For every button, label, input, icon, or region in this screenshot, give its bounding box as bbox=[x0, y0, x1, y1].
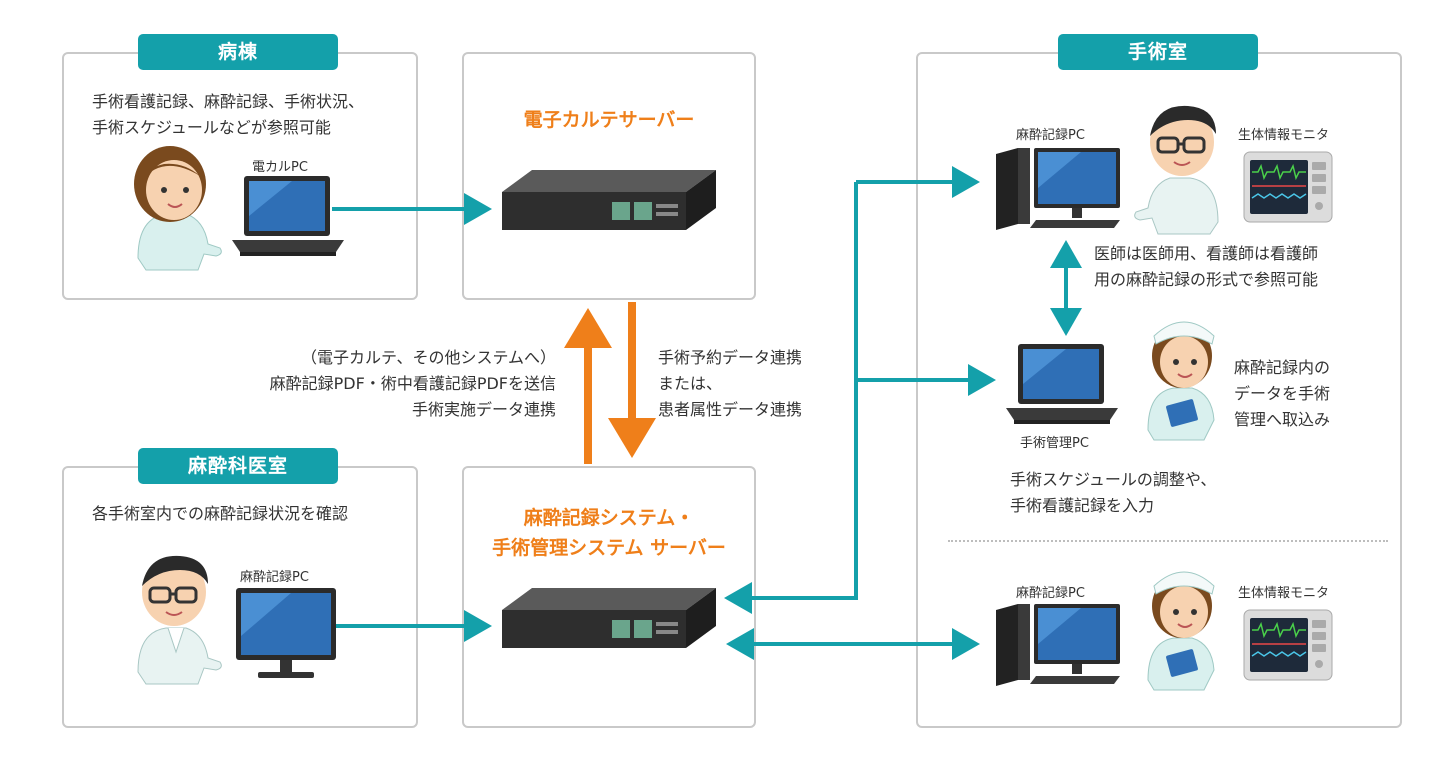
mid-right-line3: 患者属性データ連携 bbox=[658, 400, 803, 419]
ward-laptop-icon bbox=[232, 176, 344, 256]
ward-desc-line1: 手術看護記録、麻酔記録、手術状況、 bbox=[92, 92, 365, 111]
anesthesia-server-title-line2: 手術管理システム サーバー bbox=[492, 537, 726, 559]
operating-room-tag: 手術室 bbox=[1058, 34, 1258, 70]
mid-left-line2: 麻酔記録PDF・術中看護記録PDFを送信 bbox=[269, 374, 556, 393]
ward-desc-line2: 手術スケジュールなどが参照可能 bbox=[92, 118, 331, 137]
or-divider bbox=[948, 540, 1388, 542]
ward-nurse-icon bbox=[134, 146, 222, 271]
mid-left-line3: 手術実施データ連携 bbox=[411, 400, 556, 419]
anesthesia-server-title-line1: 麻酔記録システム・ bbox=[523, 507, 695, 529]
ehr-server-title: 電子カルテサーバー bbox=[523, 109, 695, 131]
or-note3-line1: 手術スケジュールの調整や、 bbox=[1010, 470, 1217, 489]
or-note2-line2: データを手術 bbox=[1234, 384, 1331, 403]
or-note1-line2: 用の麻酔記録の形式で参照可能 bbox=[1094, 270, 1319, 289]
or-doctor-icon bbox=[1134, 105, 1219, 235]
ward-panel bbox=[62, 52, 418, 300]
or-monitor2-label: 生体情報モニタ bbox=[1238, 586, 1330, 601]
ward-pc-label: 電カルPC bbox=[252, 160, 308, 175]
mgmt-laptop-icon bbox=[1006, 344, 1118, 424]
or-nurse1-icon bbox=[1147, 321, 1215, 441]
ehr-server-icon bbox=[502, 170, 716, 230]
anesthesia-office-tag: 麻酔科医室 bbox=[138, 448, 338, 484]
or-mgmt-pc-label: 手術管理PC bbox=[1020, 436, 1089, 451]
or-monitor1-label: 生体情報モニタ bbox=[1238, 128, 1330, 143]
or-note2-line3: 管理へ取込み bbox=[1234, 410, 1331, 429]
ward-tag: 病棟 bbox=[138, 34, 338, 70]
or-pc2-label: 麻酔記録PC bbox=[1016, 586, 1085, 601]
arrow-or-bus-to-server bbox=[724, 182, 858, 614]
or-note2-line1: 麻酔記録内の bbox=[1234, 358, 1331, 377]
office-monitor-icon bbox=[236, 588, 336, 678]
or-nurse2-icon bbox=[1147, 571, 1215, 691]
or-pc1-icon bbox=[996, 148, 1120, 230]
or-note3-line2: 手術看護記録を入力 bbox=[1010, 496, 1155, 515]
mid-right-line1: 手術予約データ連携 bbox=[658, 348, 803, 367]
office-doctor-icon bbox=[137, 555, 222, 685]
or-vital-monitor1-icon bbox=[1243, 151, 1333, 223]
anesthesia-server-icon bbox=[502, 588, 716, 648]
or-pc1-label: 麻酔記録PC bbox=[1016, 128, 1085, 143]
mid-left-line1: （電子カルテ、その他システムへ） bbox=[300, 348, 556, 367]
or-pc2-icon bbox=[996, 604, 1120, 686]
mid-right-line2: または、 bbox=[658, 374, 723, 393]
or-note1-line1: 医師は医師用、看護師は看護師 bbox=[1094, 244, 1319, 263]
or-vital-monitor2-icon bbox=[1243, 609, 1333, 681]
office-pc-label: 麻酔記録PC bbox=[240, 570, 309, 585]
office-desc: 各手術室内での麻酔記録状況を確認 bbox=[92, 504, 349, 523]
